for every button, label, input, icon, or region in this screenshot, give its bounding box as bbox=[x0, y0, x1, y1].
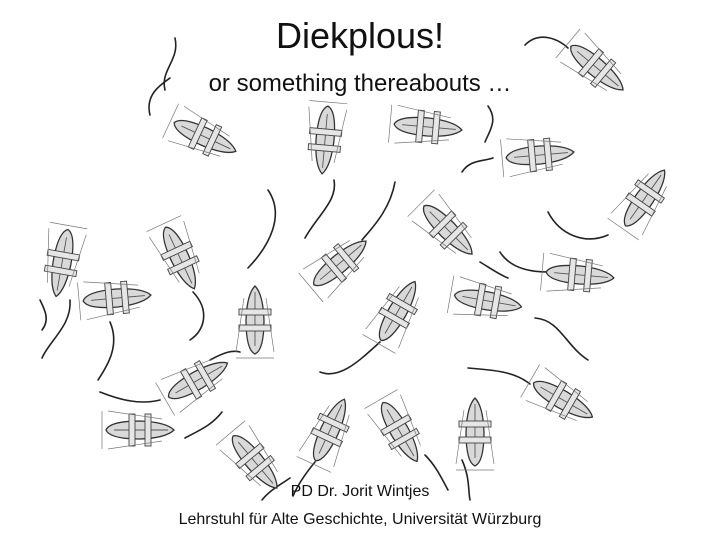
trireme-icon bbox=[500, 137, 575, 178]
trireme-icon bbox=[607, 169, 667, 241]
wake-line bbox=[461, 459, 471, 501]
trireme-icon bbox=[407, 189, 473, 255]
trireme-icon bbox=[101, 410, 175, 450]
wake-line bbox=[209, 350, 241, 361]
trireme-icon bbox=[235, 285, 275, 359]
wake-line bbox=[499, 251, 549, 273]
trireme-icon bbox=[364, 389, 421, 463]
trireme-icon bbox=[388, 104, 463, 145]
trireme-icon bbox=[520, 364, 594, 421]
wake-line bbox=[292, 461, 316, 497]
author-name: PD Dr. Jorit Wintjes bbox=[290, 483, 430, 500]
wake-line bbox=[304, 179, 336, 239]
trireme-icon bbox=[146, 215, 200, 290]
wake-line bbox=[189, 291, 205, 341]
trireme-icon bbox=[215, 420, 278, 489]
slide-title: Diekplous! bbox=[275, 15, 445, 56]
wake-line bbox=[97, 321, 115, 381]
trireme-icon bbox=[296, 398, 350, 473]
wake-line bbox=[484, 105, 494, 143]
wake-line bbox=[99, 391, 161, 403]
trireme-icon bbox=[162, 103, 237, 157]
wake-line bbox=[41, 299, 71, 359]
trireme-icon bbox=[446, 275, 523, 320]
wake-line bbox=[534, 317, 589, 361]
wake-line bbox=[461, 157, 494, 173]
wake-line bbox=[424, 454, 449, 491]
wake-line bbox=[547, 211, 609, 240]
wake-line bbox=[467, 367, 531, 385]
ship-fleet bbox=[43, 28, 667, 489]
slide-subtitle: or something thereabouts … bbox=[208, 70, 512, 97]
wake-line bbox=[148, 77, 171, 116]
wake-line bbox=[361, 181, 396, 241]
wake-line bbox=[319, 341, 381, 375]
wake-line bbox=[163, 37, 177, 91]
trireme-icon bbox=[555, 28, 624, 91]
trireme-icon bbox=[77, 280, 152, 321]
trireme-icon bbox=[307, 100, 348, 175]
wake-line bbox=[479, 261, 509, 279]
trireme-icon bbox=[362, 280, 419, 354]
wake-line bbox=[184, 411, 223, 439]
trireme-icon bbox=[540, 252, 615, 293]
wake-line bbox=[247, 189, 277, 269]
trireme-icon bbox=[43, 221, 88, 298]
trireme-icon bbox=[455, 397, 495, 471]
trireme-icon bbox=[155, 359, 229, 416]
trireme-icon bbox=[298, 240, 367, 303]
wake-line bbox=[39, 299, 47, 331]
affiliation: Lehrstuhl für Alte Geschichte, Universit… bbox=[178, 511, 542, 528]
